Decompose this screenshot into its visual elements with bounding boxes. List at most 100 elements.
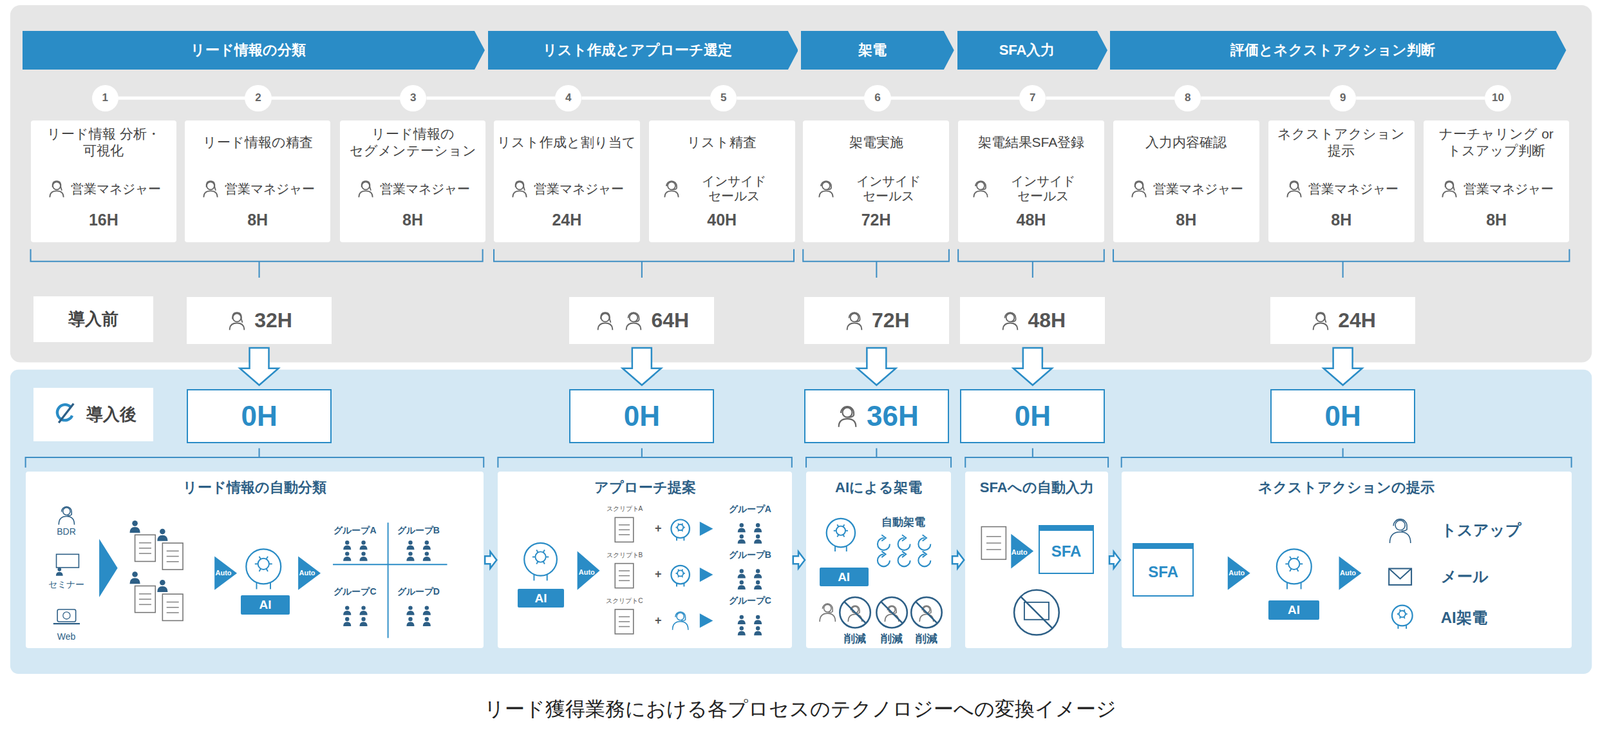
envelope-flap (1388, 568, 1412, 579)
manager-icon (355, 178, 377, 199)
person-head (739, 625, 744, 630)
ai-gear-tooth (265, 556, 268, 559)
card-text: 営業マネジャー (70, 181, 161, 197)
flow-triangle (99, 538, 118, 597)
person-body (406, 621, 415, 627)
inside-sales-icon (834, 403, 861, 429)
group-label: グループB (397, 525, 440, 536)
ai-gear-tooth (678, 523, 680, 525)
icon-body (1132, 190, 1147, 198)
step-card: 架電結果SFA登録48Hインサイド セールス (958, 120, 1105, 243)
icon-body (598, 322, 613, 330)
person-head (131, 520, 138, 527)
person-head (345, 616, 349, 621)
step-number-text: 9 (1339, 91, 1346, 105)
sfa-text: SFA (1148, 564, 1179, 580)
hours-text: 72H (871, 308, 910, 333)
before-label: 導入前 (33, 296, 153, 342)
step-line (1200, 96, 1330, 100)
document-icon (615, 563, 635, 588)
sfa-window: SFA (1038, 524, 1094, 574)
person-body (753, 619, 762, 624)
phase-title: リスト作成とアプローチ選定 (542, 40, 743, 60)
icon-body (626, 322, 642, 330)
manager-icon (225, 309, 248, 332)
icon-head (976, 181, 985, 190)
person-head (739, 569, 744, 574)
person-head (408, 605, 413, 610)
person-head (424, 616, 429, 621)
step-card: リスト精査40Hインサイド セールス (649, 120, 796, 243)
document-line (618, 524, 630, 526)
step-line (736, 96, 865, 100)
step-number-text: 7 (1029, 91, 1036, 105)
script-label: スクリプトA (606, 504, 644, 512)
ai-neck (534, 574, 548, 581)
card-text: 8H (184, 210, 331, 230)
icon-body (665, 190, 679, 198)
ai-gear-tooth (676, 572, 678, 574)
person-body (1389, 531, 1411, 543)
reduction-label: 削減 (844, 632, 866, 646)
document-line (166, 555, 179, 557)
ai-neck (1287, 582, 1302, 589)
step-card: ナーチャリング or トスアップ判断8H営業マネジャー (1423, 120, 1570, 243)
document-icon (981, 526, 1007, 560)
hours-text: 0H (1014, 399, 1051, 433)
grid-line (386, 522, 389, 638)
document-line (618, 616, 630, 618)
inside-sales-icon (622, 309, 645, 332)
caption: リード獲得業務における各プロセスのテクノロジーへの変換イメージ (0, 695, 1600, 723)
document-line (166, 550, 179, 552)
role-row: インサイド セールス (958, 171, 1105, 206)
step-card: リード情報 分析・可視化16H営業マネジャー (30, 120, 178, 243)
flow-arrow (484, 551, 497, 568)
flow-triangle (699, 612, 714, 628)
reduction-label: 削減 (880, 632, 903, 646)
ai-gear-tooth (833, 529, 837, 532)
hours-before: 72H (804, 296, 950, 344)
hours-after: 0H (960, 388, 1105, 443)
plus-sign: + (654, 567, 662, 581)
cycle-head (902, 534, 906, 541)
step-line (271, 96, 401, 100)
after-panel (10, 369, 1592, 674)
ai-gear-tooth (1399, 609, 1401, 611)
ai-head (1276, 549, 1312, 584)
ai-head (524, 542, 558, 576)
auto-tag: Auto (1228, 568, 1245, 577)
person-head (57, 567, 62, 572)
headset (675, 611, 686, 621)
step-card: リード情報の セグメンテーション8H営業マネジャー (339, 120, 487, 243)
person-body (359, 621, 368, 627)
ai-gear-tooth (543, 561, 545, 565)
card-text: リスト作成と割り当て (496, 121, 638, 163)
plus-sign: + (654, 522, 662, 536)
document-line (618, 620, 630, 622)
person-body (737, 573, 746, 579)
person-head (361, 616, 366, 621)
ai-gear-tooth (536, 561, 539, 565)
flow-arrow (1323, 347, 1363, 386)
cycle-head (902, 551, 906, 558)
step-number-text: 2 (254, 91, 261, 105)
icon-hair (232, 312, 243, 323)
bracket (493, 249, 794, 278)
step-card: 入力内容確認8H営業マネジャー (1113, 120, 1260, 243)
manager-icon (46, 178, 67, 199)
person-head (361, 551, 366, 556)
person-head (408, 540, 413, 545)
ai-gear-tooth (1403, 616, 1405, 619)
flow-triangle (1011, 533, 1035, 569)
person-head (62, 507, 70, 515)
panel-title: ネクストアクションの提示 (1121, 477, 1572, 498)
hours-text: 48H (1027, 308, 1066, 333)
ai-gear-tooth (258, 568, 261, 572)
person-body (129, 577, 140, 584)
person-head (424, 605, 429, 610)
person-head (755, 522, 760, 527)
phase-title: 架電 (858, 40, 897, 60)
card-text: 営業マネジャー (379, 181, 471, 197)
prohibit-slash (915, 601, 937, 623)
phase-banner: 評価とネクストアクション判断 (1110, 30, 1566, 70)
